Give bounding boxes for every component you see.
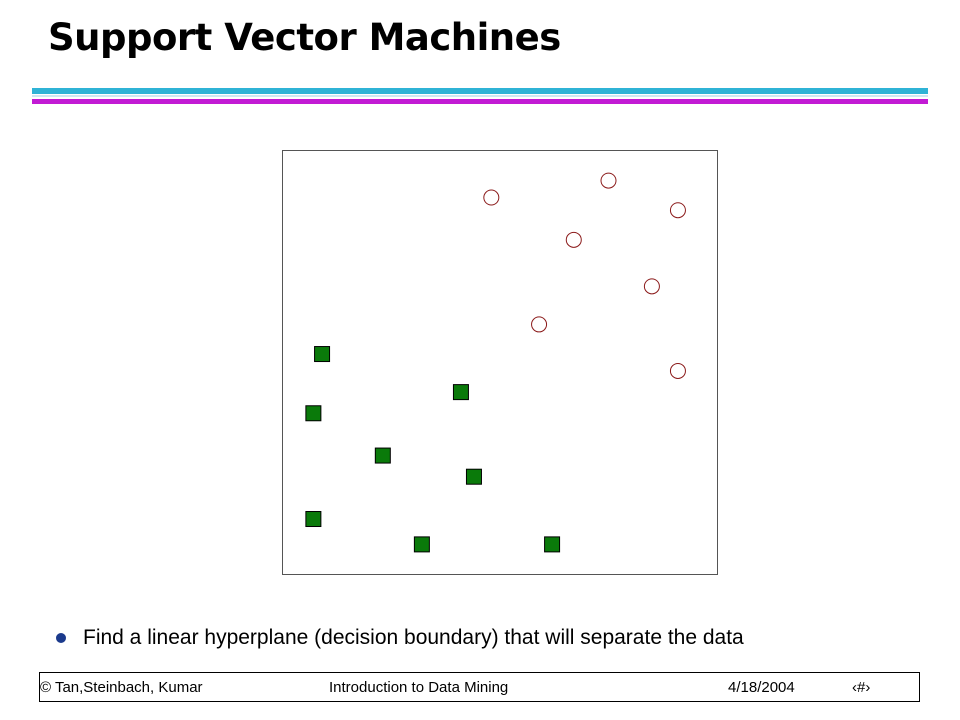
footer-page-number: ‹#› [852,679,871,696]
circle-point [669,202,686,219]
title-rule-magenta [32,99,928,104]
bullet-item: Find a linear hyperplane (decision bound… [56,626,744,650]
square-point [452,384,469,401]
square-point [374,447,391,464]
title-rule-cyan [32,88,928,94]
square-point [544,536,561,553]
footer-date: 4/18/2004 [728,679,795,696]
square-point [465,468,482,485]
circle-point [531,316,548,333]
footer-course: Introduction to Data Mining [329,679,509,696]
square-point [413,536,430,553]
square-point [314,346,331,363]
scatter-plot-svg [305,172,686,553]
scatter-plot [282,150,718,575]
square-point [305,511,322,528]
circle-point [565,231,582,248]
circle-point [483,189,500,206]
footer-copyright: © Tan,Steinbach, Kumar [40,679,203,696]
title-rule-light [32,95,928,97]
bullet-text: Find a linear hyperplane (decision bound… [83,626,744,649]
slide-footer: © Tan,Steinbach, Kumar Introduction to D… [39,672,920,702]
circle-point [600,172,617,189]
circle-point [669,362,686,379]
slide-title: Support Vector Machines [48,16,561,59]
square-point [305,405,322,422]
circle-point [643,278,660,295]
bullet-icon [56,633,66,643]
